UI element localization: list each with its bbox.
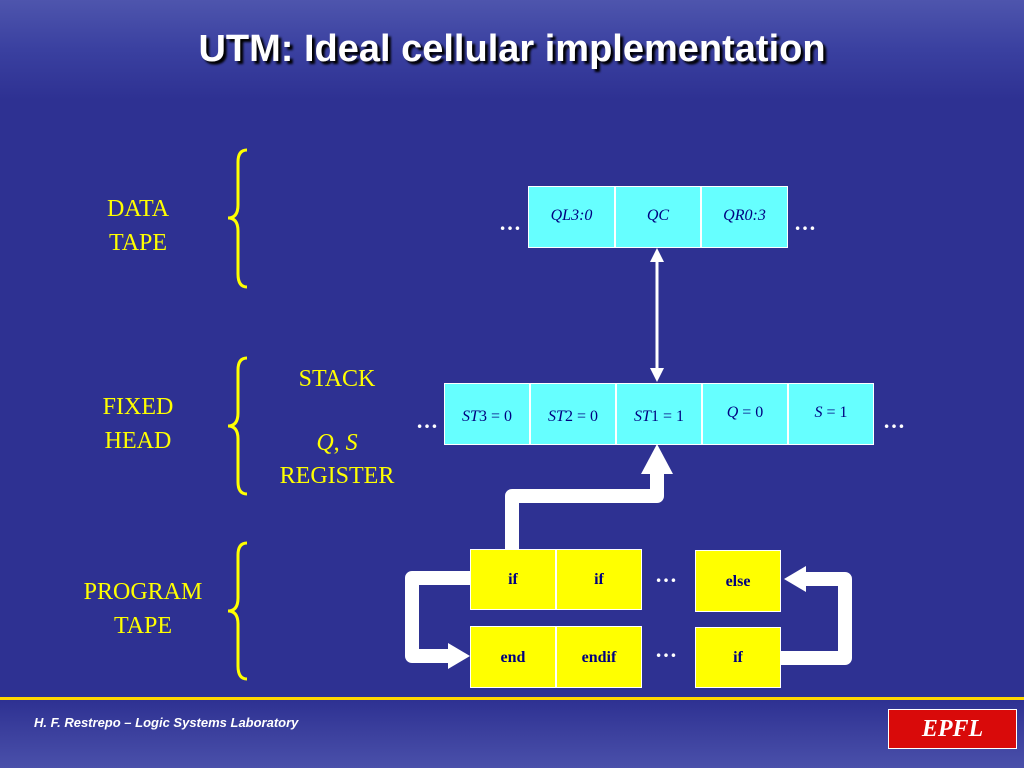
footer [0,700,1024,768]
program-tape-label-line1: PROGRAM [83,579,203,605]
program-tape-label-line2: TAPE [113,613,173,639]
head-cell: ST3 = 0 [444,383,530,445]
program-cell: if [695,627,781,688]
head-ellipsis-right: … [883,408,905,433]
data-tape-label-line2: TAPE [108,230,168,256]
qs-label-s: S [345,430,358,456]
data-tape-label-line1: DATA [106,196,170,222]
right-loop-arrow [780,566,852,665]
head-cell-value: 3 = 0 [478,408,512,425]
data-tape-cell-text: QC [646,207,670,224]
head-cell: Q = 0 [702,383,788,445]
head-cell-var: S [814,404,823,421]
head-ellipsis-left: … [416,408,438,433]
qs-label-q: Q [316,430,334,456]
data-tape-ellipsis-right: … [794,210,816,235]
fixed-head-brace [227,356,248,496]
fixed-head-label-line2: HEAD [104,428,172,454]
data-tape-cell-text: QR0:3 [723,207,766,224]
data-tape-brace [227,148,248,289]
data-tape-label: DATA TAPE [88,192,188,260]
program-ellipsis-bottom: … [655,637,677,662]
head-cell-var: ST [462,408,479,425]
footer-divider [0,697,1024,700]
data-tape-cell-text: QL3:0 [550,207,593,224]
data-tape-cell: QC [615,186,701,248]
head-cell: ST2 = 0 [530,383,616,445]
head-cell-var: Q [726,404,739,421]
program-tape-label: PROGRAM TAPE [58,575,228,643]
head-cell-value: = 0 [738,404,764,421]
program-cell: else [695,550,781,612]
head-cell-value: 2 = 0 [564,408,598,425]
left-loop-arrow [405,571,474,669]
title-bar [0,0,1024,100]
register-label: REGISTER [279,463,395,489]
program-ellipsis-top: … [655,562,677,587]
epfl-logo: EPFL [888,709,1017,749]
stack-label: STACK [298,366,376,392]
head-cell: S = 1 [788,383,874,445]
head-cell: ST1 = 1 [616,383,702,445]
qs-label: Q, S [262,426,412,460]
data-tape-ellipsis-left: … [499,210,521,235]
slide-title: UTM: Ideal cellular implementation [198,28,826,70]
program-cell: if [556,549,642,610]
head-cell-var: ST [634,408,651,425]
fixed-head-label: FIXED HEAD [88,390,188,458]
program-tape-brace [227,541,248,681]
program-cell: end [470,626,556,688]
data-tape-cell: QL3:0 [528,186,615,248]
fixed-head-label-line1: FIXED [102,394,174,420]
footer-credit: H. F. Restrepo – Logic Systems Laborator… [34,715,299,730]
head-cell-value: 1 = 1 [650,408,684,425]
program-to-head-arrow [505,444,673,550]
program-cell: endif [556,626,642,688]
qs-label-sep: , [333,430,346,456]
head-cell-value: = 1 [822,404,848,421]
data-tape-cell: QR0:3 [701,186,788,248]
program-cell: if [470,549,556,610]
head-tape-arrow [650,248,664,382]
head-cell-var: ST [548,408,565,425]
